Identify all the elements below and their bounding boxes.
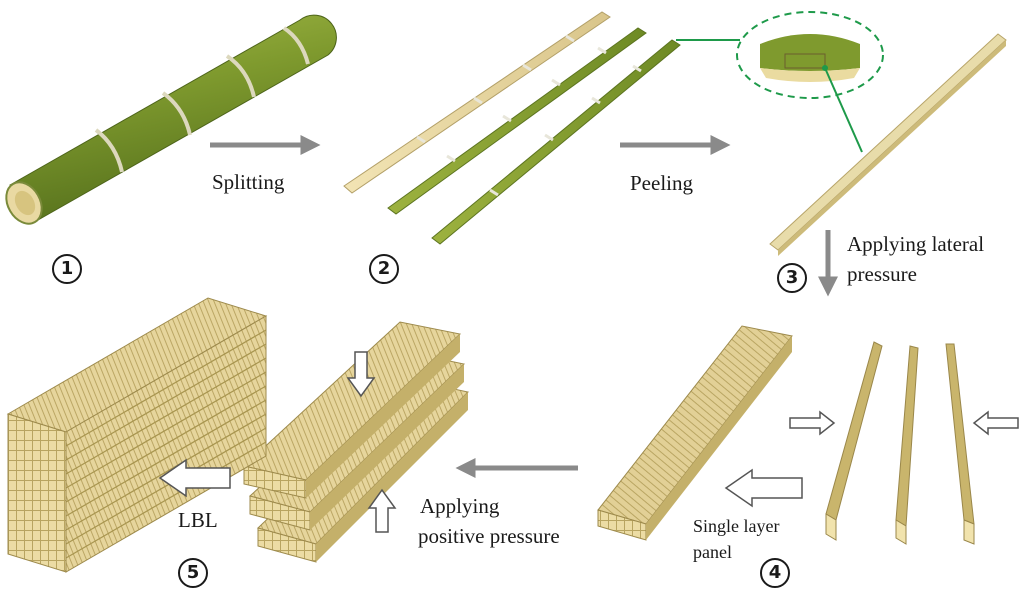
step-1-badge: 1: [52, 254, 82, 284]
lbl-arrow: [158, 458, 231, 498]
culm-nodes: [94, 26, 310, 173]
step-2-badge: 2: [369, 254, 399, 284]
lbl-block: [6, 297, 268, 573]
positive-pressure-arrows: [346, 351, 397, 533]
single-layer-panel: [597, 325, 793, 541]
splitting-label: Splitting: [212, 170, 285, 194]
cross-section-callout: [676, 11, 884, 153]
split-strips: [343, 11, 681, 245]
peeling-label: Peeling: [630, 171, 693, 195]
stacked-panels: [242, 321, 470, 563]
three-strips-pressing: [825, 341, 975, 545]
single-layer-label-line2: panel: [693, 542, 732, 562]
panel-arrow: [724, 468, 803, 508]
positive-pressure-label-line2: positive pressure: [418, 524, 560, 548]
process-arrows: [210, 135, 838, 478]
step-4-badge: 4: [760, 558, 790, 588]
lateral-pressure-label-line2: pressure: [847, 262, 917, 286]
step-5-badge: 5: [178, 558, 208, 588]
lateral-pressure-label-line1: Applying lateral: [847, 232, 985, 256]
positive-pressure-label-line1: Applying: [420, 494, 500, 518]
bamboo-culm: [5, 14, 337, 225]
lbl-label: LBL: [178, 508, 218, 532]
lateral-pressure-arrows: [789, 410, 1019, 436]
step-3-badge: 3: [777, 263, 807, 293]
single-layer-label-line1: Single layer: [693, 516, 780, 536]
peeled-strip: [769, 33, 1007, 256]
